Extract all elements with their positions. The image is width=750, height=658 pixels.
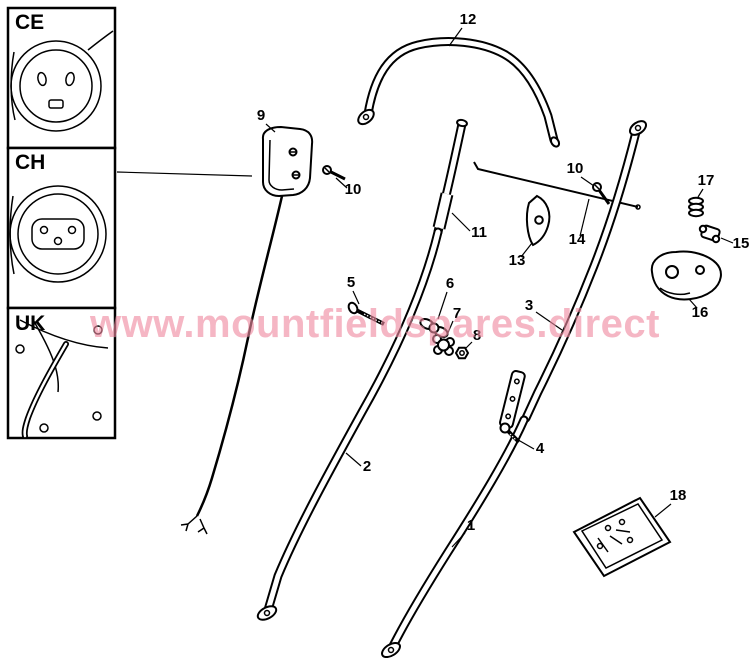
part-fasteners-15 [698, 224, 721, 244]
panel-ce-box [6, 6, 117, 150]
panel-uk-label: UK [15, 312, 45, 335]
part-cable-clip-13 [525, 194, 551, 247]
callout-3: 3 [525, 297, 533, 314]
callout-7: 7 [453, 305, 461, 322]
callout-11: 11 [471, 224, 487, 241]
panel-uk: UK [6, 306, 117, 440]
part-upper-right-tube-3 [521, 120, 648, 423]
callout-14: 14 [569, 231, 586, 248]
part-screw-10-right [592, 182, 611, 205]
panel-ce: CE [6, 6, 117, 150]
switch-cable [180, 195, 284, 535]
callout-12: 12 [460, 11, 477, 28]
panel-ce-label: CE [15, 11, 44, 34]
callout-13: 13 [509, 252, 526, 269]
panel-pointer-line [116, 171, 253, 177]
part-lower-left-tube-2 [256, 227, 443, 621]
callout-5: 5 [347, 274, 355, 291]
callout-4: 4 [536, 440, 545, 457]
part-lever-bracket-16 [650, 250, 722, 301]
callout-9: 9 [257, 107, 265, 124]
callout-6: 6 [446, 275, 454, 292]
part-bolt-5 [347, 301, 385, 326]
callout-8: 8 [473, 327, 481, 344]
part-upper-handle-12 [357, 37, 561, 148]
part-spring-17 [688, 196, 704, 218]
part-lower-right-tube-1 [381, 415, 529, 658]
part-hardware-kit-18 [572, 496, 672, 578]
panel-ch-label: CH [15, 151, 45, 174]
part-upper-left-tube-11 [432, 118, 468, 237]
part-switch-9 [261, 125, 314, 198]
callout-1: 1 [467, 517, 475, 534]
callout-18: 18 [670, 487, 687, 504]
part-star-knob-7 [432, 334, 455, 356]
part-screw-10-left [322, 165, 346, 181]
callout-17: 17 [698, 172, 715, 189]
callout-2: 2 [363, 458, 371, 475]
panel-ch: CH [6, 146, 117, 310]
callouts: 12 9 10 10 11 13 14 17 15 16 5 6 7 8 3 4 [257, 11, 750, 548]
part-nut-8 [454, 346, 470, 360]
callout-10-right: 10 [567, 160, 584, 177]
callout-15: 15 [733, 235, 750, 252]
part-rod-14 [473, 161, 641, 210]
part-bolt-4 [499, 422, 521, 444]
callout-10-left: 10 [345, 181, 362, 198]
callout-16: 16 [692, 304, 709, 321]
